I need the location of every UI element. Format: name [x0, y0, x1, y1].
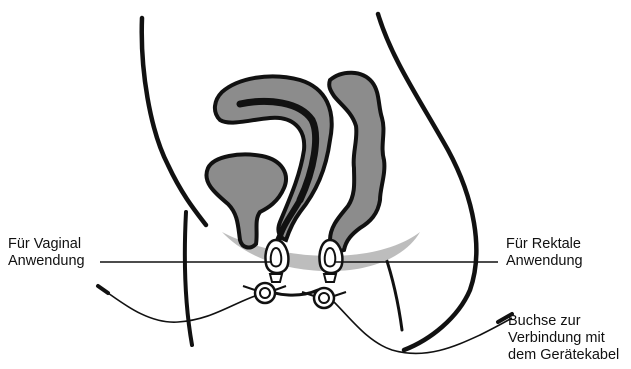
rectal-label-line1: Für Rektale — [506, 236, 583, 253]
socket-label-line2: Verbindung mit — [508, 330, 619, 347]
rectum — [329, 73, 384, 251]
vaginal-application-label: Für Vaginal Anwendung — [8, 236, 85, 270]
vaginal-cable — [108, 293, 255, 322]
right-buttock-cleft — [384, 252, 402, 330]
bladder — [206, 155, 286, 248]
rectal-label-line2: Anwendung — [506, 253, 583, 270]
vaginal-label-line1: Für Vaginal — [8, 236, 85, 253]
socket-label-line3: dem Gerätekabel — [508, 347, 619, 364]
right-body-outline — [378, 14, 476, 350]
rectal-electrode — [302, 240, 346, 308]
socket-label-line1: Buchse zur — [508, 313, 619, 330]
rectal-application-label: Für Rektale Anwendung — [506, 236, 583, 270]
rectal-cable — [334, 302, 512, 353]
left-thigh-outline — [185, 212, 192, 345]
socket-label: Buchse zur Verbindung mit dem Gerätekabe… — [508, 313, 619, 364]
vaginal-cable-plug — [98, 286, 108, 293]
left-body-outline — [142, 18, 206, 225]
vaginal-label-line2: Anwendung — [8, 253, 85, 270]
